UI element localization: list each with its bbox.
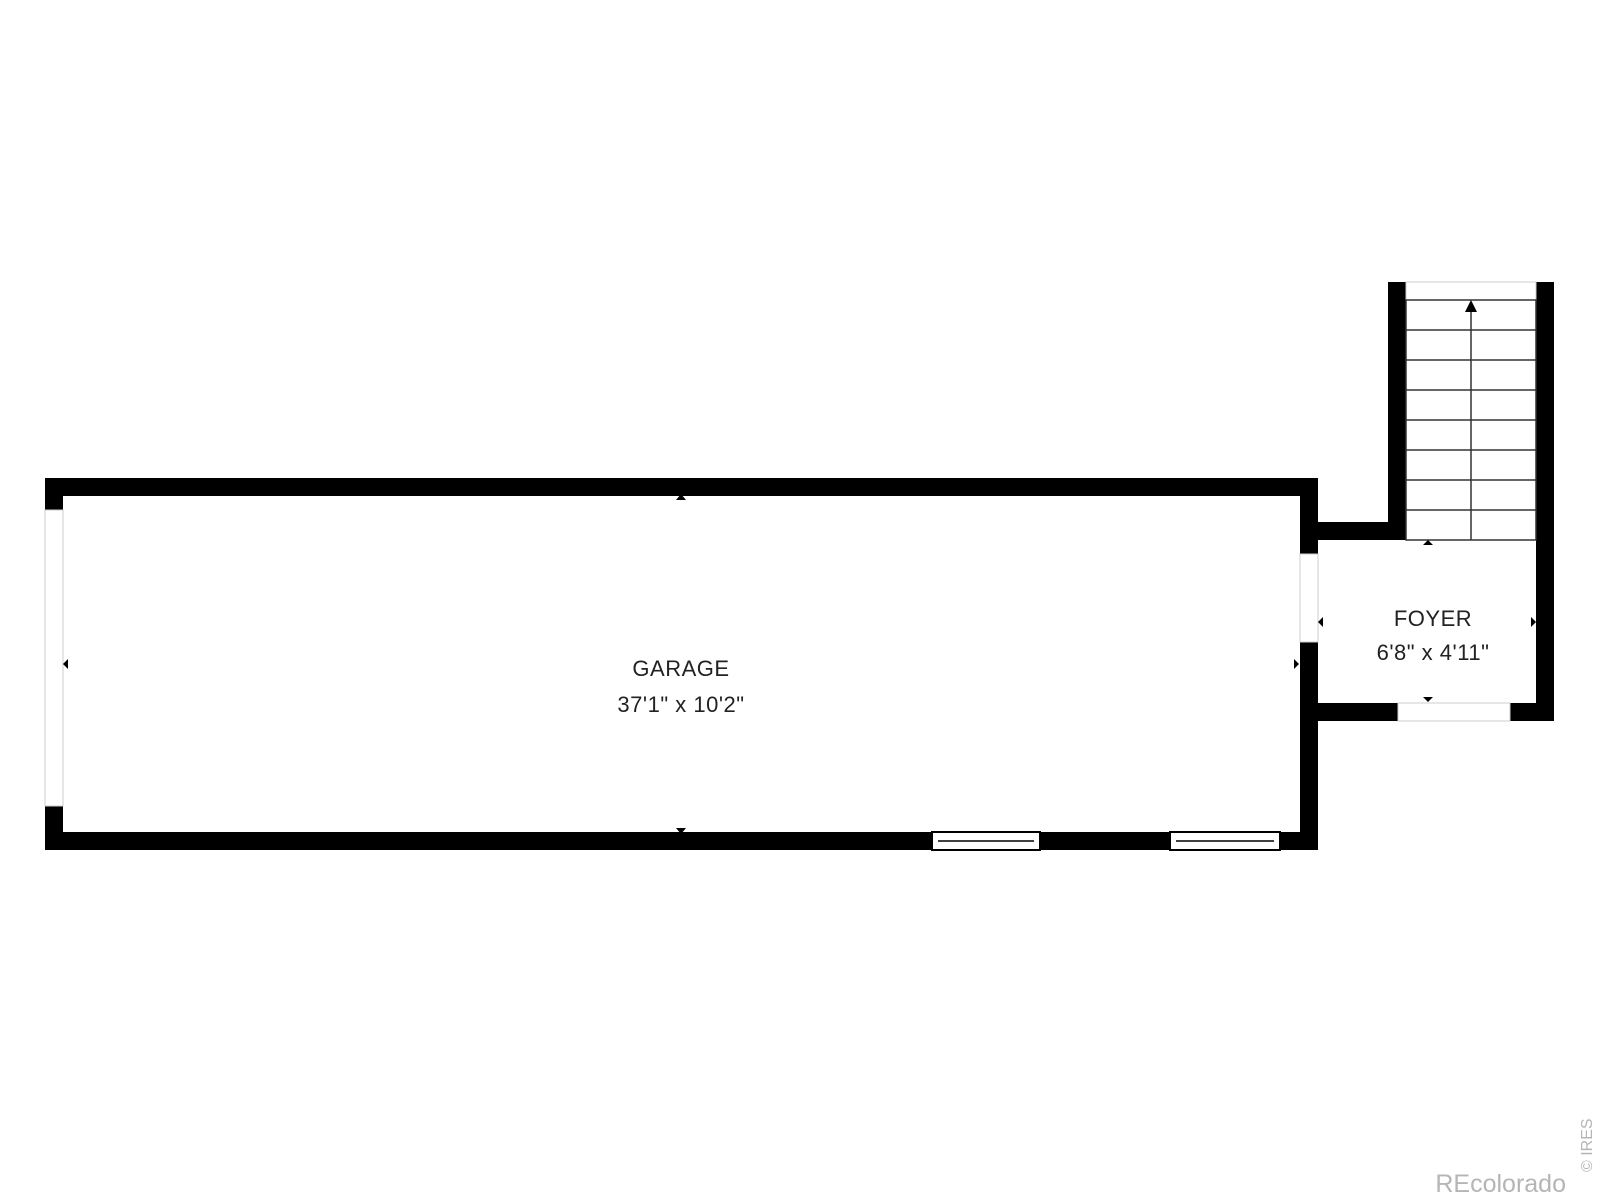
stair-walls bbox=[1388, 282, 1554, 721]
foyer-door-bottom bbox=[1397, 702, 1511, 722]
foyer-marker-right-icon bbox=[1531, 617, 1536, 627]
foyer-marker-bottom-icon bbox=[1423, 697, 1433, 702]
staircase bbox=[1405, 299, 1537, 541]
stair-top-opening bbox=[1405, 281, 1537, 301]
foyer-marker-left-icon bbox=[1318, 617, 1323, 627]
garage-walls bbox=[45, 478, 1318, 850]
foyer-marker-top-icon bbox=[1423, 540, 1433, 545]
stair-wall-left bbox=[1388, 282, 1406, 540]
stair-wall-right bbox=[1536, 282, 1554, 721]
window-left bbox=[931, 831, 1041, 851]
watermark-credit: © IRES bbox=[1579, 1118, 1596, 1172]
garage-foyer-opening bbox=[1299, 553, 1319, 643]
watermark-brand: REcolorado bbox=[1435, 1170, 1566, 1198]
garage-wall-bottom-mid bbox=[1040, 832, 1170, 850]
window-right bbox=[1169, 831, 1281, 851]
garage-wall-right-upper bbox=[1300, 478, 1318, 554]
garage-marker-right-icon bbox=[1294, 659, 1299, 669]
garage-marker-bottom-icon bbox=[676, 828, 686, 834]
garage-wall-right-lower bbox=[1300, 642, 1318, 850]
garage-door bbox=[44, 509, 64, 807]
garage-dimensions: 37'1" x 10'2" bbox=[617, 692, 744, 717]
dimension-markers bbox=[63, 494, 1536, 834]
foyer-dimensions: 6'8" x 4'11" bbox=[1377, 640, 1490, 665]
garage-marker-left-icon bbox=[63, 659, 68, 669]
stair-direction-arrow-icon bbox=[1465, 300, 1477, 312]
foyer-wall-top bbox=[1318, 522, 1388, 540]
garage-marker-top-icon bbox=[676, 494, 686, 500]
garage-name: GARAGE bbox=[632, 656, 729, 681]
garage-wall-bottom-left bbox=[45, 832, 932, 850]
garage-wall-top bbox=[45, 478, 1318, 496]
foyer-wall-bottom-left bbox=[1318, 703, 1398, 721]
garage-wall-left-upper bbox=[45, 478, 63, 510]
foyer-name: FOYER bbox=[1394, 606, 1472, 631]
